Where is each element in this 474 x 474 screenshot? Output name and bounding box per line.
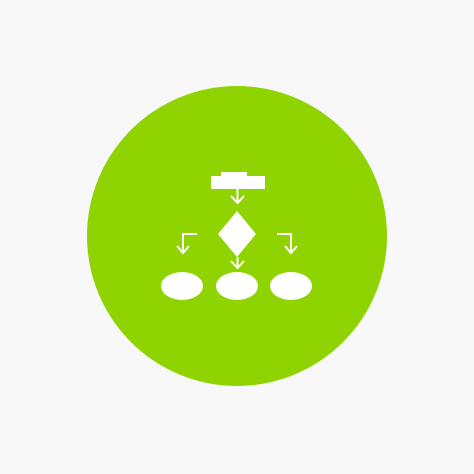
right-terminal-ellipse (270, 272, 312, 300)
arrow-down-icon (230, 189, 245, 205)
center-branch-arrow-icon (230, 257, 245, 270)
left-branch-arrow-icon (176, 233, 197, 255)
top-process-box (211, 172, 265, 189)
center-terminal-ellipse (216, 272, 258, 300)
left-terminal-ellipse (161, 272, 203, 300)
right-branch-arrow-icon (277, 233, 298, 255)
decision-diamond (218, 211, 256, 257)
